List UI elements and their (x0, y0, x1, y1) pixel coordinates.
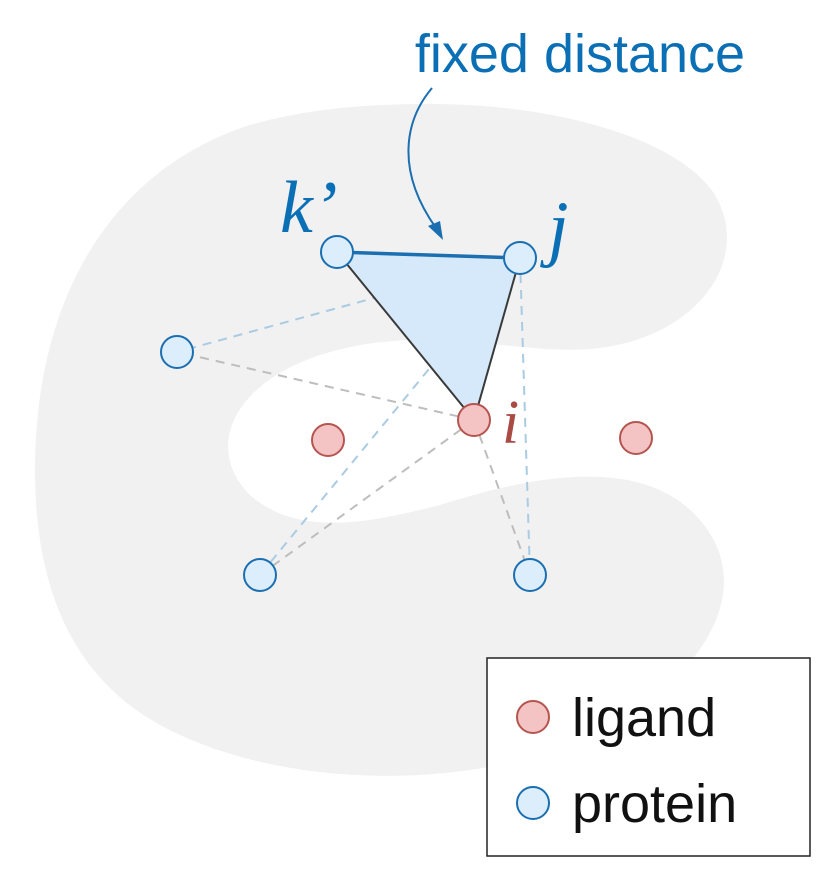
fixed-triangle (337, 252, 520, 420)
dash-j-p-bottom-right (519, 257, 531, 576)
protein-pocket (35, 104, 727, 776)
legend-box (486, 657, 811, 857)
legend-protein-swatch-icon (516, 786, 550, 820)
protein-atom-j (503, 241, 537, 275)
legend-ligand-label: ligand (572, 688, 716, 748)
edge-k-i (336, 251, 475, 421)
ligand-atoms (311, 403, 653, 457)
atom-label-k-prime: k’ (280, 167, 338, 249)
legend-protein-label: protein (572, 774, 737, 834)
ligand-atom-i (457, 403, 491, 437)
atom-label-i: i (502, 389, 519, 457)
protein-atom-left (160, 335, 194, 369)
ligand-atom-left (311, 423, 345, 457)
dash-j-p-left (176, 257, 521, 353)
protein-atom-bottom-right (513, 558, 547, 592)
dash-i-p-bottom-right (473, 419, 531, 576)
dash-i-p-bottom-left (259, 419, 475, 576)
edge-k-j-fixed (336, 250, 521, 260)
arrow-head-icon (428, 221, 443, 240)
protein-atom-bottom-left (243, 558, 277, 592)
ligand-atom-right (619, 421, 653, 455)
legend-ligand-swatch-icon (516, 700, 550, 734)
dash-i-p-left (176, 351, 475, 421)
legend: ligand protein (486, 657, 811, 857)
protein-atoms (160, 235, 547, 592)
protein-atom-k-prime (320, 235, 354, 269)
ligand-distance-lines (176, 351, 531, 576)
annotation-label: fixed distance (415, 24, 745, 84)
edge-j-i (473, 257, 521, 421)
annotation-arrow (407, 87, 437, 229)
